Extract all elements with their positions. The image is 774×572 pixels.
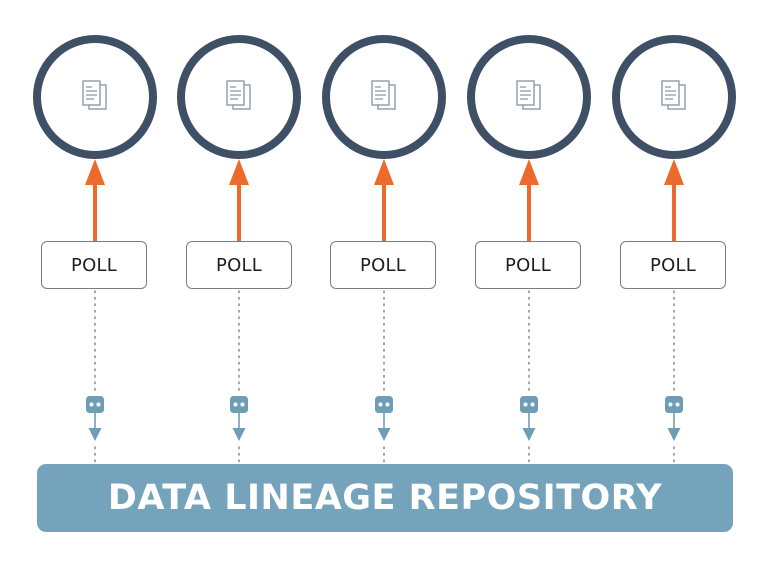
source-node [322, 35, 446, 463]
connector-icon [665, 396, 683, 441]
document-icon [226, 80, 251, 110]
connector-icon [86, 396, 104, 441]
poll-arrow [664, 159, 684, 241]
source-node [177, 35, 301, 463]
poll-box: POLL [620, 241, 726, 289]
poll-arrow [519, 159, 539, 241]
poll-box: POLL [186, 241, 292, 289]
connector-icon [375, 396, 393, 441]
document-icon [661, 80, 686, 110]
document-icon [371, 80, 396, 110]
poll-box: POLL [330, 241, 436, 289]
poll-box: POLL [41, 241, 147, 289]
data-lineage-repository: DATA LINEAGE REPOSITORY [37, 464, 733, 532]
poll-arrow [374, 159, 394, 241]
poll-arrow [85, 159, 105, 241]
poll-box: POLL [475, 241, 581, 289]
source-node [467, 35, 591, 463]
source-node [612, 35, 736, 463]
source-node [33, 35, 157, 463]
document-icon [82, 80, 107, 110]
poll-arrow [229, 159, 249, 241]
connector-icon [230, 396, 248, 441]
document-icon [516, 80, 541, 110]
connector-icon [520, 396, 538, 441]
